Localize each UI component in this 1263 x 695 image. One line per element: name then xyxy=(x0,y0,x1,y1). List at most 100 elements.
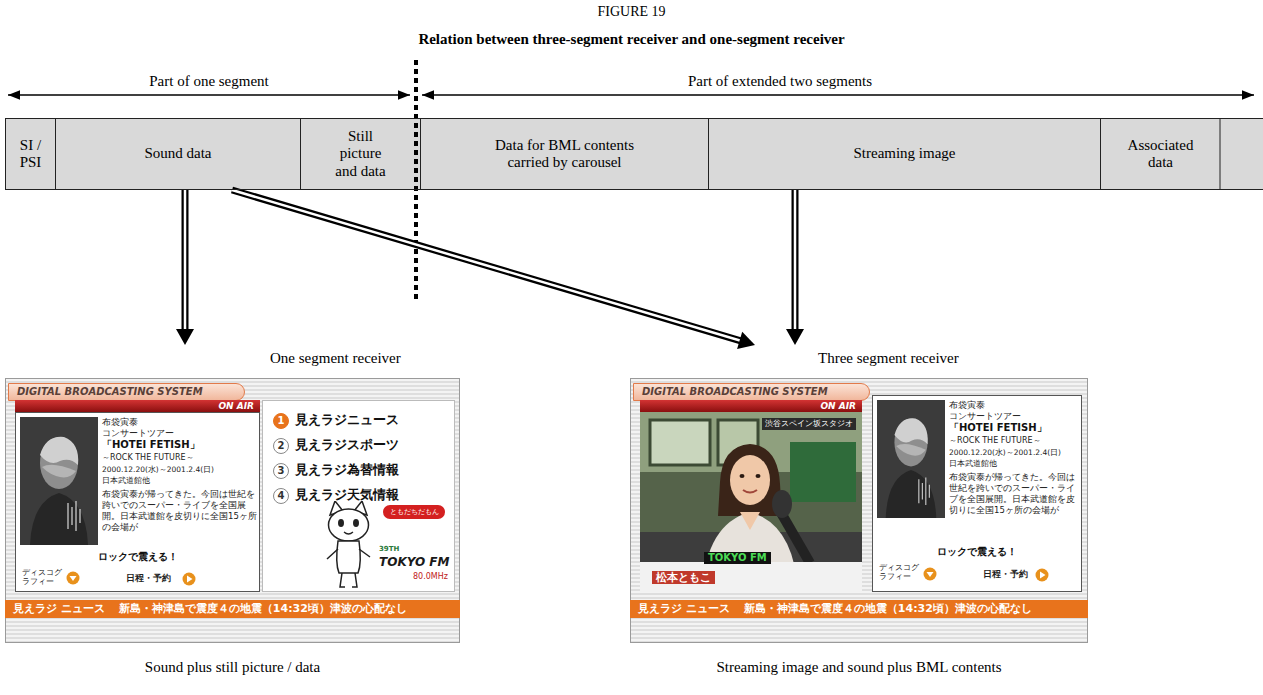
segment-cell: Still picture and data xyxy=(300,118,420,190)
studio-photo xyxy=(640,412,862,592)
art-shape xyxy=(340,573,357,587)
figure-number: FIGURE 19 xyxy=(0,4,1263,21)
menu-item: 見えラジ天気情報 xyxy=(295,487,399,503)
artist-photo xyxy=(20,417,98,545)
menu-item: 見えラジ為替情報 xyxy=(295,462,399,478)
boundary-dotted-line xyxy=(414,60,418,302)
art-shape xyxy=(650,420,710,465)
cell-label: Associated data xyxy=(1121,137,1201,172)
art-shape xyxy=(1040,572,1046,579)
tour-dates: 2000.12.20(水)～2001.2.4(日) xyxy=(102,465,257,474)
tour-title: コンサートツアー xyxy=(102,428,257,439)
station-frequency: 80.0MHz xyxy=(413,572,448,582)
receiver-heading: One segment receiver xyxy=(270,349,401,367)
art-shape xyxy=(918,479,919,503)
tour-description: 布袋寅泰が帰ってきた。今回は世紀を跨いでのスーパー・ライブを全国展開。日本武道館… xyxy=(102,489,257,533)
art-shape xyxy=(877,400,945,518)
art-shape xyxy=(327,549,370,559)
down-button-icon xyxy=(923,567,937,581)
news-ticker: 見えラジ ニュース 新島・神津島で震度４の地震（14:32頃）津波の心配なし xyxy=(5,600,460,618)
art-shape xyxy=(70,576,77,581)
art-shape xyxy=(929,485,930,498)
figure-caption: Relation between three-segment receiver … xyxy=(0,30,1263,48)
art-shape xyxy=(353,519,359,527)
cell-label: Still picture and data xyxy=(330,128,392,180)
on-air-label: ON AIR xyxy=(820,400,856,412)
arrow-head xyxy=(737,332,755,349)
art-shape xyxy=(740,512,760,530)
range-arrow xyxy=(422,94,1254,96)
arrow-head xyxy=(176,329,194,345)
art-shape xyxy=(67,572,80,585)
tour-description: 布袋寅泰が帰ってきた。今回は世紀を跨いでのスーパー・ライブを全国展開。日本武道館… xyxy=(949,472,1079,516)
range-label: Part of extended two segments xyxy=(480,72,1080,90)
artist-name: 布袋寅泰 xyxy=(949,400,1079,411)
button-label: 日程・予約 xyxy=(983,569,1028,580)
art-shape xyxy=(329,509,369,541)
tour-venue: 日本武道館他 xyxy=(102,476,257,486)
tour-slogan: ロックで震える！ xyxy=(873,546,1081,558)
art-shape xyxy=(730,455,770,505)
art-shape xyxy=(922,483,923,500)
art-shape xyxy=(344,532,353,534)
news-ticker: 見えラジ ニュース 新島・神津島で震度４の地震（14:32頃）津波の心配なし xyxy=(630,600,1088,618)
header-title: DIGITAL BROADCASTING SYSTEM xyxy=(17,385,203,399)
arrow-shaft xyxy=(182,190,189,331)
ticker-text: 新島・神津島で震度４の地震（14:32頃）津波の心配なし xyxy=(119,602,407,615)
info-panel: 布袋寅泰コンサートツアー「HOTEI FETISH」～ROCK THE FUTU… xyxy=(872,395,1082,592)
art-shape xyxy=(894,418,927,444)
segment-cell: Associated data xyxy=(1100,118,1220,190)
ticker-heading: 見えラジ ニュース xyxy=(13,602,105,615)
arrow-shaft xyxy=(232,190,742,341)
on-air-label: ON AIR xyxy=(218,400,254,412)
bar-edge xyxy=(1220,189,1263,190)
segment-cell: Streaming image xyxy=(708,118,1100,190)
art-shape xyxy=(640,412,862,592)
art-shape xyxy=(42,465,76,478)
tour-name: 「HOTEI FETISH」 xyxy=(949,422,1079,434)
receiver-screen: One segment receiverSound plus still pic… xyxy=(5,345,460,690)
artist-photo xyxy=(877,400,945,518)
anniversary-mark: 39TH xyxy=(379,545,399,553)
cell-label: Streaming image xyxy=(853,145,955,162)
segment-cell: Data for BML contents carried by carouse… xyxy=(420,118,708,190)
art-shape xyxy=(886,470,937,518)
menu-number: 2 xyxy=(273,438,289,454)
art-shape xyxy=(67,503,68,529)
segment-cell: Sound data xyxy=(55,118,300,190)
arrow-shaft xyxy=(792,190,799,331)
art-shape xyxy=(640,562,862,592)
range-label: Part of one segment xyxy=(5,72,413,90)
button-label: 日程・予約 xyxy=(126,573,171,584)
art-shape xyxy=(187,576,193,583)
header-title: DIGITAL BROADCASTING SYSTEM xyxy=(642,385,828,399)
tour-slogan: ロックで震える！ xyxy=(16,551,259,563)
tour-subtitle: ～ROCK THE FUTURE～ xyxy=(102,453,257,463)
video-panel: 渋谷スペイン坂スタジオTOKYO FM松本ともこ xyxy=(640,412,862,592)
menu-number: 3 xyxy=(273,463,289,479)
art-shape xyxy=(927,572,934,577)
ticker-text: 新島・神津島で震度４の地震（14:32頃）津波の心配なし xyxy=(744,602,1032,615)
ticker-heading: 見えラジ ニュース xyxy=(638,602,730,615)
bar-edge xyxy=(1220,118,1263,119)
bar-divider xyxy=(1220,118,1221,190)
receiver-screen: Three segment receiverStreaming image an… xyxy=(628,345,1090,690)
segment-bar xyxy=(5,118,1263,190)
double-arrow xyxy=(176,190,194,345)
art-shape xyxy=(894,418,927,466)
arrow-head xyxy=(786,329,804,345)
art-shape xyxy=(772,490,792,518)
studio-name: 渋谷スペイン坂スタジオ xyxy=(762,418,856,430)
cell-label: SI / PSI xyxy=(11,137,51,172)
art-shape xyxy=(740,474,745,478)
menu-item: 見えラジスポーツ xyxy=(295,437,399,453)
art-shape xyxy=(40,437,78,489)
segment-cell: SI / PSI xyxy=(5,118,55,190)
tour-subtitle: ～ROCK THE FUTURE～ xyxy=(949,436,1079,446)
art-shape xyxy=(30,493,88,545)
tour-venue: 日本武道館他 xyxy=(949,459,1079,469)
mascot-figure xyxy=(321,501,376,589)
art-shape xyxy=(924,568,937,581)
art-shape xyxy=(919,477,929,505)
